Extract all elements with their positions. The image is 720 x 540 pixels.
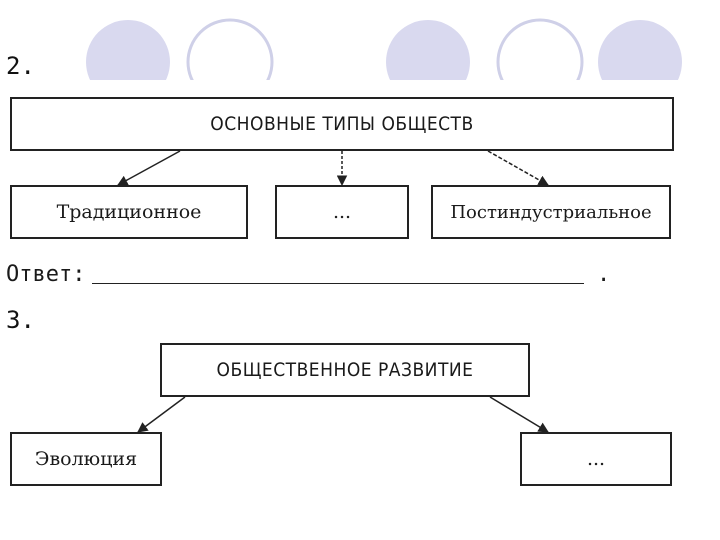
answer-end-dot: . — [597, 262, 611, 287]
task-3-root-box: ОБЩЕСТВЕННОЕ РАЗВИТИЕ — [160, 343, 530, 397]
answer-label: Ответ: — [6, 262, 86, 287]
arrow-root-to-traditional — [117, 150, 181, 186]
task-3-number: 3. — [6, 306, 35, 334]
task-2-number: 2. — [6, 52, 35, 80]
task-3-child-evolution: Эволюция — [10, 432, 162, 486]
arrow-root-to-postindustrial — [487, 150, 549, 186]
answer-blank-line[interactable] — [92, 283, 584, 284]
task-2-root-box: ОСНОВНЫЕ ТИПЫ ОБЩЕСТВ — [10, 97, 674, 151]
task-3-child-missing: ... — [520, 432, 672, 486]
task-2-child-missing: ... — [275, 185, 409, 239]
task-2-child-postindustrial: Постиндустриальное — [431, 185, 671, 239]
arrow-development-to-evolution — [137, 396, 186, 433]
arrow-development-to-missing — [489, 396, 549, 433]
task-2-child-traditional: Традиционное — [10, 185, 248, 239]
